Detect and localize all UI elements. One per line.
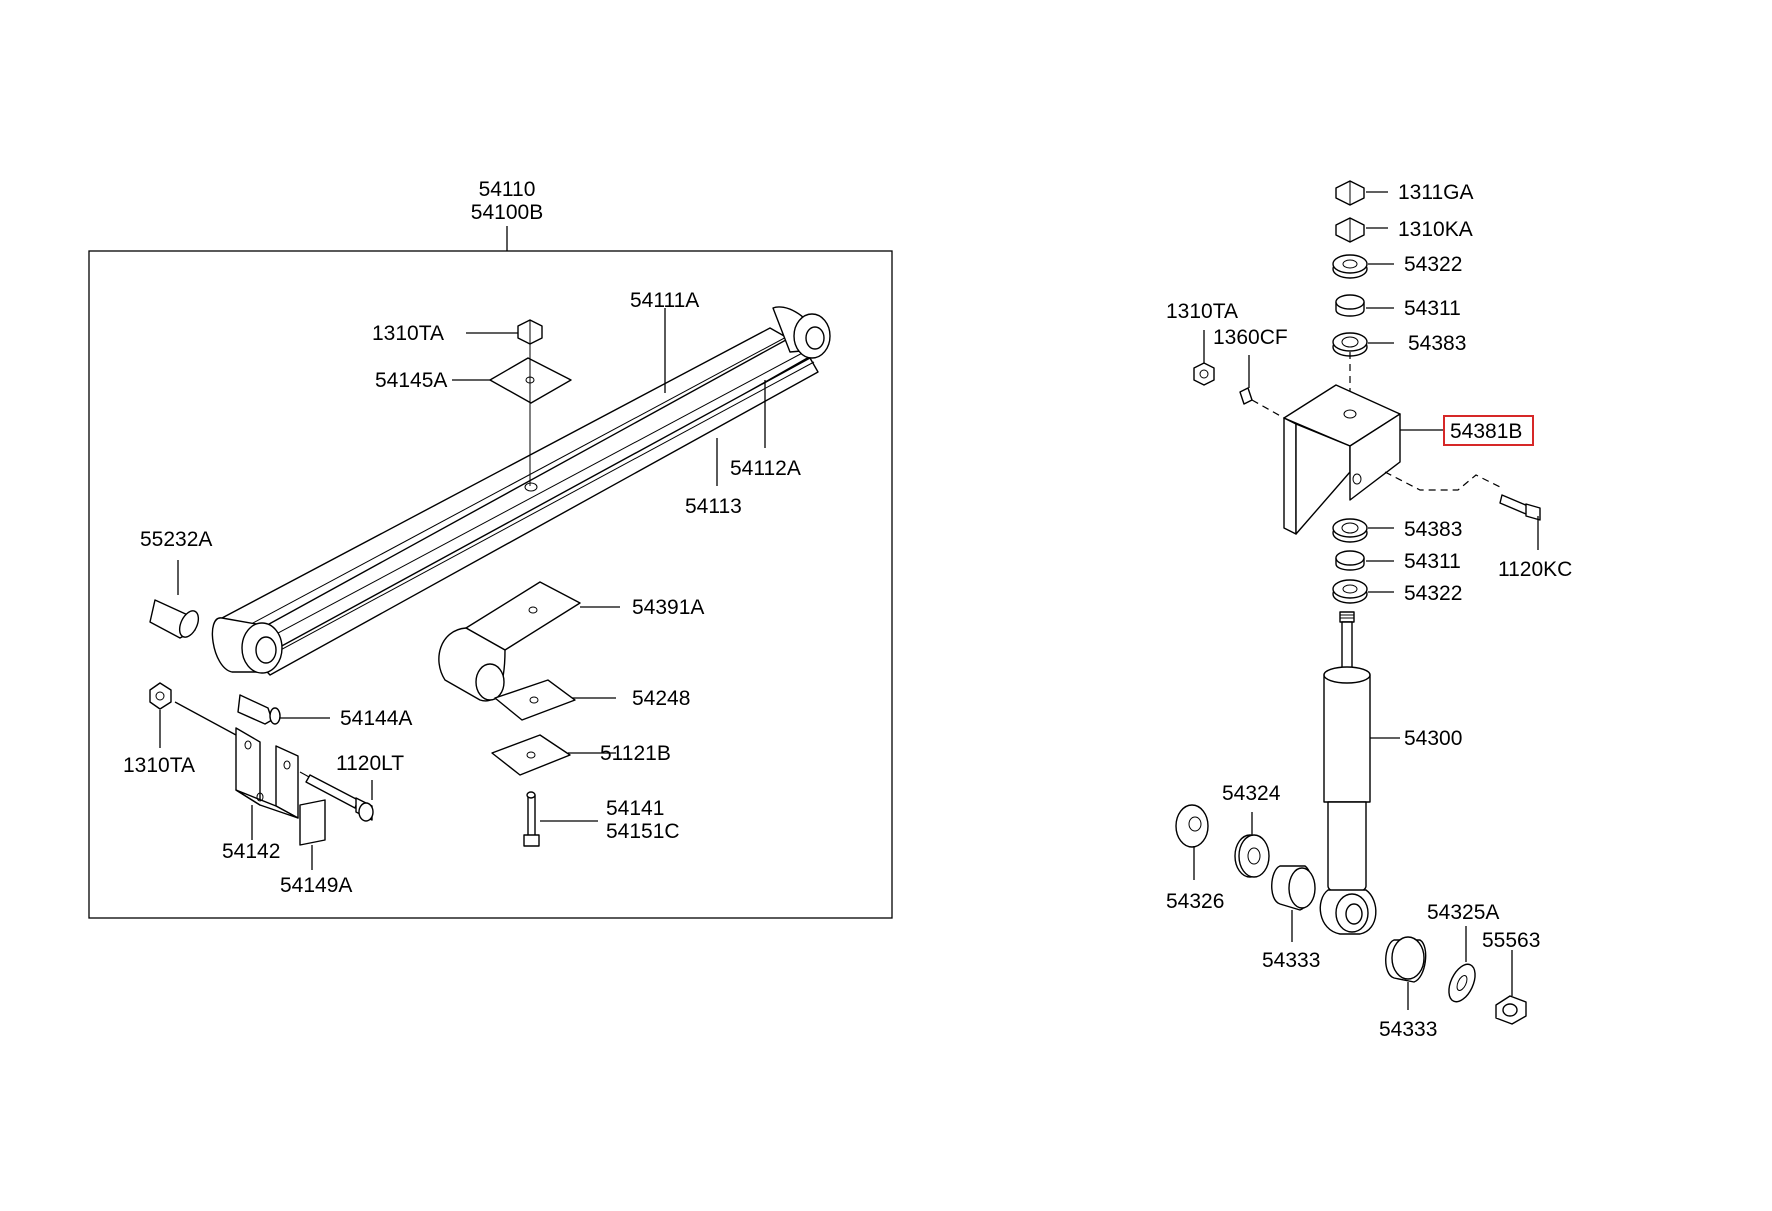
washer-top-icon — [1332, 254, 1368, 279]
spring-seat-icon — [438, 581, 581, 702]
nut-1311ga-icon — [1335, 180, 1365, 206]
label-1311ga[interactable]: 1311GA — [1398, 181, 1474, 204]
leaf-spring-frame — [88, 250, 893, 919]
label-54149a[interactable]: 54149A — [280, 874, 352, 897]
pin-icon — [237, 694, 273, 725]
label-54142[interactable]: 54142 — [222, 840, 280, 863]
label-54113[interactable]: 54113 — [685, 495, 742, 518]
label-54322-mid[interactable]: 54322 — [1404, 582, 1462, 605]
retainer-mid-icon — [1332, 518, 1368, 543]
label-1310ka[interactable]: 1310KA — [1398, 218, 1473, 241]
label-54145a[interactable]: 54145A — [375, 369, 447, 392]
label-54381b[interactable]: 54381B — [1450, 420, 1522, 443]
label-54112a[interactable]: 54112A — [730, 457, 801, 480]
label-54141[interactable]: 54141 — [606, 797, 664, 820]
bushing-mid-icon — [1335, 550, 1365, 571]
label-1120lt[interactable]: 1120LT — [336, 752, 404, 775]
highlight-box-54381b — [1443, 415, 1534, 446]
label-54322-top[interactable]: 54322 — [1404, 253, 1462, 276]
label-54311-top[interactable]: 54311 — [1404, 297, 1461, 320]
shock-bracket-icon — [1283, 384, 1401, 535]
label-54325a[interactable]: 54325A — [1427, 901, 1499, 924]
shackle-nut-icon — [149, 682, 172, 710]
side-nut-icon — [1193, 362, 1215, 386]
lower-plate-icon — [491, 734, 571, 776]
label-54300[interactable]: 54300 — [1404, 727, 1462, 750]
label-54383-top[interactable]: 54383 — [1408, 332, 1466, 355]
label-54333-left[interactable]: 54333 — [1262, 949, 1320, 972]
washer-mid-icon — [1332, 579, 1368, 604]
label-55563[interactable]: 55563 — [1482, 929, 1540, 952]
label-54110[interactable]: 54110 — [479, 178, 536, 201]
washer-lower-icon — [1234, 834, 1270, 878]
retainer-top-icon — [1332, 332, 1368, 357]
label-54326[interactable]: 54326 — [1166, 890, 1224, 913]
shock-absorber-group: 1311GA 1310KA 54322 54311 54383 — [1166, 180, 1572, 1041]
label-54391a[interactable]: 54391A — [632, 596, 704, 619]
label-54324[interactable]: 54324 — [1222, 782, 1281, 805]
label-51121b[interactable]: 51121B — [600, 742, 671, 765]
bushing-top-icon — [1335, 294, 1365, 317]
clip-icon — [1239, 387, 1253, 405]
shackle-bolt-icon — [299, 771, 374, 822]
nut-1310ka-icon — [1335, 217, 1365, 243]
top-nut-icon — [517, 319, 543, 345]
label-54144a[interactable]: 54144A — [340, 707, 412, 730]
bushing-icon — [149, 599, 200, 639]
leaf-spring — [211, 306, 831, 676]
label-54100b[interactable]: 54100B — [471, 201, 543, 224]
label-54333-right[interactable]: 54333 — [1379, 1018, 1437, 1041]
label-54151c[interactable]: 54151C — [606, 820, 680, 843]
label-1360cf[interactable]: 1360CF — [1213, 326, 1288, 349]
shackle-icon — [235, 727, 299, 819]
shackle-plate-icon — [299, 799, 326, 846]
shock-absorber-icon — [1319, 611, 1377, 935]
washer-lower-left-icon — [1175, 804, 1209, 848]
u-bolt-icon — [523, 791, 540, 847]
label-1310ta-top[interactable]: 1310TA — [372, 322, 444, 345]
label-1120kc[interactable]: 1120KC — [1498, 558, 1572, 581]
lower-nut-icon — [1495, 995, 1527, 1025]
label-1310ta-lower[interactable]: 1310TA — [123, 754, 195, 777]
bracket-bolt-icon — [1499, 494, 1541, 521]
pad-icon — [494, 679, 576, 721]
bushing-lower-right-icon — [1385, 936, 1427, 983]
leaf-spring-group: 54110 54100B 1310TA — [88, 178, 893, 919]
bushing-lower-left-icon — [1271, 865, 1316, 911]
washer-lower-right-icon — [1448, 963, 1476, 1003]
label-54248[interactable]: 54248 — [632, 687, 690, 710]
label-54383-mid[interactable]: 54383 — [1404, 518, 1462, 541]
label-55232a[interactable]: 55232A — [140, 528, 212, 551]
label-54311-mid[interactable]: 54311 — [1404, 550, 1461, 573]
label-54111a[interactable]: 54111A — [630, 289, 699, 312]
label-1310ta-side[interactable]: 1310TA — [1166, 300, 1238, 323]
